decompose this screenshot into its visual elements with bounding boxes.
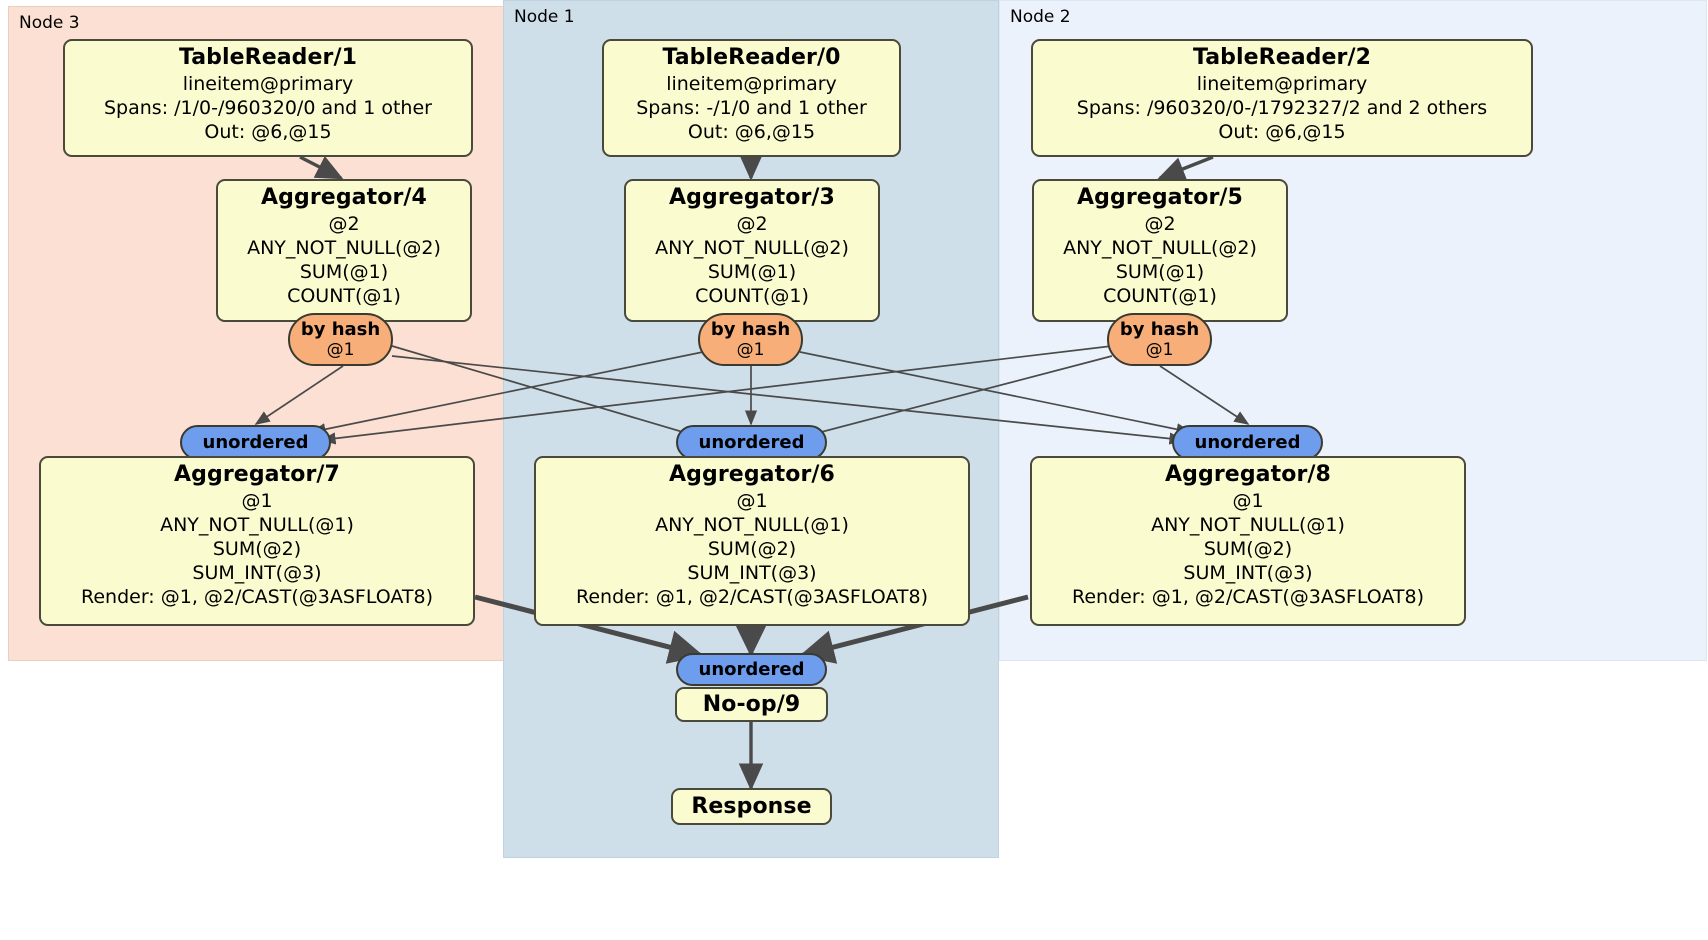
processor-aggregator6[interactable]: Aggregator/6 @1 ANY_NOT_NULL(@1) SUM(@2)… <box>534 456 970 626</box>
processor-tablereader0[interactable]: TableReader/0 lineitem@primary Spans: -/… <box>602 39 901 157</box>
router-by-hash-left[interactable]: by hash @1 <box>288 313 393 366</box>
processor-detail-agg2: SUM(@2) <box>707 538 797 561</box>
node-panel-label-node3: Node 3 <box>19 13 80 33</box>
processor-detail-agg1: ANY_NOT_NULL(@1) <box>160 514 354 537</box>
processor-detail-render: Render: @1, @2/CAST(@3ASFLOAT8) <box>81 586 433 609</box>
processor-aggregator5[interactable]: Aggregator/5 @2 ANY_NOT_NULL(@2) SUM(@1)… <box>1032 179 1288 322</box>
processor-detail-spans: Spans: /1/0-/960320/0 and 1 other <box>104 97 432 120</box>
processor-aggregator3[interactable]: Aggregator/3 @2 ANY_NOT_NULL(@2) SUM(@1)… <box>624 179 880 322</box>
router-by-hash-right[interactable]: by hash @1 <box>1107 313 1212 366</box>
edge-agg8-syncfinal <box>799 594 1029 664</box>
processor-detail-render: Render: @1, @2/CAST(@3ASFLOAT8) <box>1072 586 1424 609</box>
processor-detail-index: lineitem@primary <box>666 72 837 95</box>
synchronizer-unordered-center[interactable]: unordered <box>676 425 827 460</box>
processor-detail-agg2: SUM(@1) <box>707 261 797 284</box>
processor-aggregator4[interactable]: Aggregator/4 @2 ANY_NOT_NULL(@2) SUM(@1)… <box>216 179 472 322</box>
router-column: @1 <box>736 340 765 361</box>
processor-detail-spans: Spans: /960320/0-/1792327/2 and 2 others <box>1076 97 1488 120</box>
processor-detail-agg2: SUM(@1) <box>1115 261 1205 284</box>
processor-detail-render: Render: @1, @2/CAST(@3ASFLOAT8) <box>576 586 928 609</box>
processor-title: Aggregator/7 <box>174 462 340 487</box>
processor-detail-agg2: SUM(@1) <box>299 261 389 284</box>
processor-detail-agg1: ANY_NOT_NULL(@1) <box>655 514 849 537</box>
edge-hashcenter-syncleft <box>310 351 704 436</box>
processor-detail-agg3: SUM_INT(@3) <box>192 562 322 585</box>
router-label: by hash <box>300 318 381 340</box>
edge-hashright-syncleft <box>320 345 1113 445</box>
edge-tr2-agg5 <box>1157 155 1214 181</box>
router-column: @1 <box>1145 340 1174 361</box>
router-label: by hash <box>710 318 791 340</box>
processor-detail-groupcol: @1 <box>736 489 768 512</box>
synchronizer-unordered-final[interactable]: unordered <box>676 653 827 686</box>
processor-detail-agg1: ANY_NOT_NULL(@2) <box>247 237 441 260</box>
edge-hashcenter-syncright <box>799 351 1192 436</box>
processor-aggregator8[interactable]: Aggregator/8 @1 ANY_NOT_NULL(@1) SUM(@2)… <box>1030 456 1466 626</box>
processor-title: Aggregator/6 <box>669 462 835 487</box>
processor-detail-groupcol: @2 <box>328 212 360 235</box>
processor-detail-agg3: COUNT(@1) <box>287 285 401 308</box>
processor-detail-agg3: COUNT(@1) <box>1103 285 1217 308</box>
processor-detail-agg3: SUM_INT(@3) <box>1183 562 1313 585</box>
router-by-hash-center[interactable]: by hash @1 <box>698 313 803 366</box>
synchronizer-label: unordered <box>202 431 309 453</box>
processor-detail-out: Out: @6,@15 <box>1218 121 1346 144</box>
processor-title: Aggregator/5 <box>1077 185 1243 210</box>
synchronizer-label: unordered <box>1194 431 1301 453</box>
processor-response[interactable]: Response <box>671 788 832 825</box>
router-label: by hash <box>1119 318 1200 340</box>
edge-agg7-syncfinal <box>474 594 704 664</box>
processor-detail-index: lineitem@primary <box>182 72 354 95</box>
processor-title: TableReader/0 <box>662 45 841 70</box>
processor-detail-groupcol: @1 <box>241 489 273 512</box>
processor-title: Aggregator/4 <box>261 185 427 210</box>
processor-detail-index: lineitem@primary <box>1196 72 1368 95</box>
processor-tablereader1[interactable]: TableReader/1 lineitem@primary Spans: /1… <box>63 39 473 157</box>
processor-aggregator7[interactable]: Aggregator/7 @1 ANY_NOT_NULL(@1) SUM(@2)… <box>39 456 475 626</box>
processor-detail-agg1: ANY_NOT_NULL(@1) <box>1151 514 1345 537</box>
processor-detail-out: Out: @6,@15 <box>204 121 332 144</box>
processor-title: TableReader/1 <box>178 45 358 70</box>
processor-noop9[interactable]: No-op/9 <box>675 687 828 722</box>
router-column: @1 <box>326 340 355 361</box>
processor-title: No-op/9 <box>702 691 801 717</box>
node-panel-label-node1: Node 1 <box>514 7 575 27</box>
processor-title: Aggregator/3 <box>669 185 835 210</box>
processor-detail-agg1: ANY_NOT_NULL(@2) <box>1063 237 1257 260</box>
processor-title: Aggregator/8 <box>1165 462 1331 487</box>
edge-hashleft-syncleft <box>254 365 344 425</box>
node-panel-label-node2: Node 2 <box>1010 7 1071 27</box>
synchronizer-label: unordered <box>698 658 805 680</box>
synchronizer-label: unordered <box>698 431 805 453</box>
edge-hashleft-synccenter <box>391 345 705 441</box>
processor-detail-agg2: SUM(@2) <box>212 538 302 561</box>
processor-detail-agg3: SUM_INT(@3) <box>687 562 817 585</box>
synchronizer-unordered-right[interactable]: unordered <box>1172 425 1323 460</box>
processor-title: Response <box>691 793 812 819</box>
processor-detail-groupcol: @2 <box>736 212 768 235</box>
processor-detail-groupcol: @1 <box>1232 489 1264 512</box>
processor-detail-groupcol: @2 <box>1144 212 1176 235</box>
synchronizer-unordered-left[interactable]: unordered <box>180 425 331 460</box>
processor-tablereader2[interactable]: TableReader/2 lineitem@primary Spans: /9… <box>1031 39 1533 157</box>
edge-tr1-agg4 <box>299 155 344 180</box>
processor-title: TableReader/2 <box>1192 45 1372 70</box>
processor-detail-agg1: ANY_NOT_NULL(@2) <box>655 237 849 260</box>
edge-hashleft-syncright <box>391 355 1185 445</box>
processor-detail-agg2: SUM(@2) <box>1203 538 1293 561</box>
processor-detail-spans: Spans: -/1/0 and 1 other <box>636 97 867 120</box>
processor-detail-out: Out: @6,@15 <box>687 121 816 144</box>
edge-hashright-syncright <box>1159 365 1250 425</box>
processor-detail-agg3: COUNT(@1) <box>695 285 809 308</box>
edge-hashright-synccenter <box>804 355 1113 439</box>
